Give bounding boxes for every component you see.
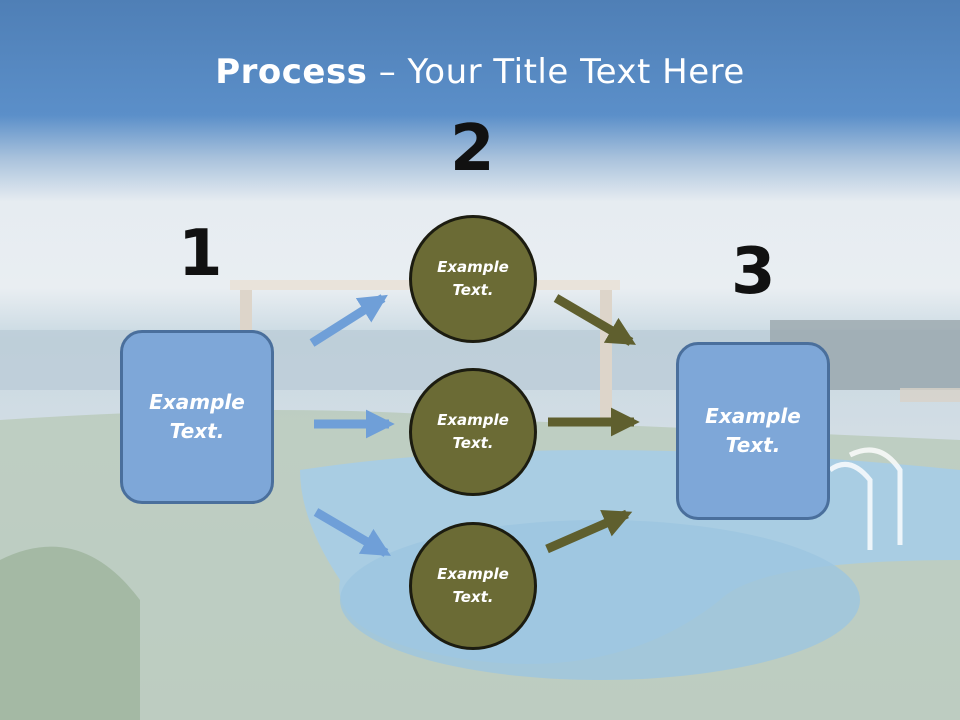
right-process-box: Example Text. [676,342,830,520]
process-circle-3: Example Text. [409,522,537,650]
slide-title: Process – Your Title Text Here [0,52,960,92]
step-number-2: 2 [450,112,495,186]
arrow-circle-3-to-right [545,509,633,554]
process-circle-1: Example Text. [409,215,537,343]
title-rest: – Your Title Text Here [367,52,745,92]
step-number-1: 1 [178,217,223,291]
step-number-3: 3 [731,235,776,309]
title-bold: Process [215,52,368,92]
process-circle-2: Example Text. [409,368,537,496]
left-process-box: Example Text. [120,330,274,504]
arrow-left-to-circle-1 [309,294,388,347]
arrow-circle-1-to-right [553,294,636,346]
arrow-left-to-circle-3 [313,508,391,557]
